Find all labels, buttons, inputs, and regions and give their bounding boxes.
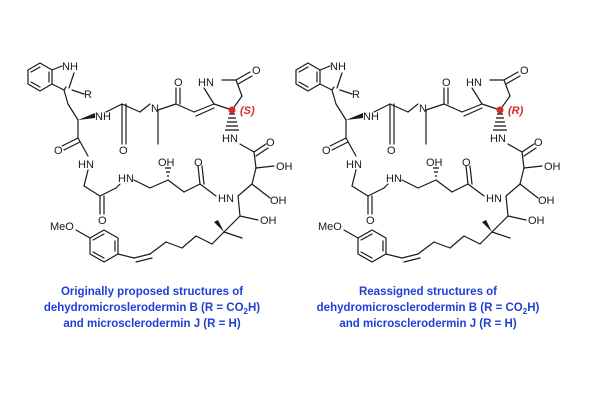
indole-nh-label: NH [330, 61, 346, 73]
stereo-label: (R) [508, 105, 524, 117]
enamide-o-label: O [442, 77, 451, 89]
caption-line-1: Originally proposed structures of [61, 286, 243, 298]
gly-hn-label: HN [386, 173, 402, 185]
caption-line-3: and microsclerodermin J (R = H) [63, 318, 241, 330]
lactam-hn-label: HN [198, 77, 214, 89]
enamide-o-label: O [174, 77, 183, 89]
trp-nh-label: NH [95, 111, 111, 123]
trp-carbonyl-o-label: O [54, 145, 63, 157]
middle-oh-label: OH [426, 157, 443, 169]
stereocenter-marker [496, 106, 504, 114]
middle-oh-label: OH [158, 157, 175, 169]
oh-label-1: OH [276, 161, 293, 173]
lactam-hn-label: HN [466, 77, 482, 89]
caption-line-1: Reassigned structures of [359, 286, 497, 298]
oh-label-2: OH [270, 195, 287, 207]
amide-o-label: O [534, 137, 543, 149]
oh-label-3: OH [260, 215, 277, 227]
oh-label-3: OH [528, 215, 545, 227]
oh-label-1: OH [544, 161, 561, 173]
macrocycle-hn-label: HN [486, 193, 502, 205]
caption-line-3: and microsclerodermin J (R = H) [339, 318, 517, 330]
middle-o-label: O [194, 157, 203, 169]
amide-hn-label: HN [490, 133, 506, 145]
gly-o-label: O [366, 215, 375, 227]
middle-o-label: O [462, 157, 471, 169]
amide-o-label: O [266, 137, 275, 149]
trp-carbonyl-o-label: O [322, 145, 331, 157]
trp-nh-label: NH [363, 111, 379, 123]
gly-nh-label: HN [346, 159, 362, 171]
lactam-o-label: O [252, 65, 261, 77]
sar-n-label: N [151, 103, 159, 115]
indole-nh-label: NH [62, 61, 78, 73]
oh-label-2: OH [538, 195, 555, 207]
structure-original: NH R NH O HN O N O HN O (S) HN O OH OH O… [27, 61, 293, 330]
lactam-o-label: O [520, 65, 529, 77]
methoxy-label: MeO [50, 221, 74, 233]
stereocenter-marker [228, 106, 236, 114]
caption-line-2: dehydromicroslerodermin B (R = CO2H) [44, 302, 260, 316]
gly-o-label: O [98, 215, 107, 227]
gly-hn-label: HN [118, 173, 134, 185]
methoxy-label: MeO [318, 221, 342, 233]
stereo-label: (S) [240, 105, 255, 117]
gly-nh-label: HN [78, 159, 94, 171]
amide-hn-label: HN [222, 133, 238, 145]
macrocycle-hn-label: HN [218, 193, 234, 205]
structure-reassigned: NH R NH O HN O N O HN O (R) HN O OH OH O… [295, 61, 561, 330]
r-group-label: R [84, 89, 92, 101]
sar-carbonyl-o-label: O [119, 145, 128, 157]
sar-carbonyl-o-label: O [387, 145, 396, 157]
caption-line-2: dehydromicrosclerodermin B (R = CO2H) [317, 302, 540, 316]
sar-n-label: N [419, 103, 427, 115]
r-group-label: R [352, 89, 360, 101]
